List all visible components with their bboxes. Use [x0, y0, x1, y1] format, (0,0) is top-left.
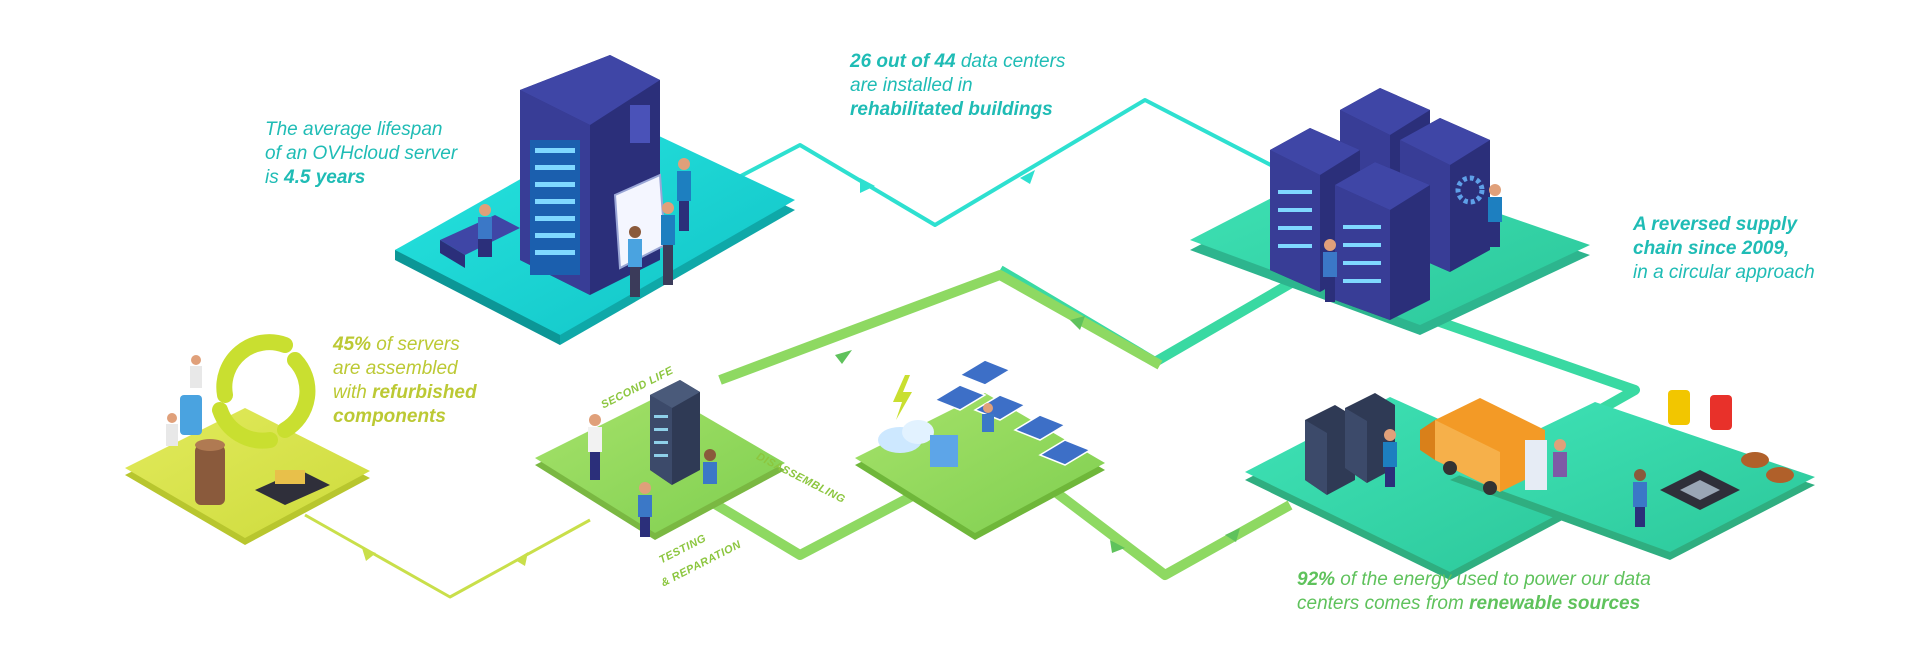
person-figure [588, 414, 602, 480]
chip-icon [255, 470, 330, 505]
refurbished-text: 45% of servers are assembled with refurb… [333, 334, 477, 427]
truck-icon [1420, 398, 1545, 495]
second-life-platform [535, 380, 785, 540]
capacitor-icon [1668, 390, 1794, 483]
green-flow-path [718, 270, 1163, 385]
energy-platform [855, 359, 1105, 540]
server-rack-icon [650, 380, 700, 485]
teal-flow-path [694, 98, 1291, 227]
person-figure [1633, 469, 1647, 527]
server-rack-icon [1345, 393, 1395, 483]
lime-flow-path [304, 513, 591, 599]
green-arrow [1070, 316, 1085, 330]
recycling-platform [125, 334, 370, 545]
cloud-icon [878, 420, 934, 453]
person-figure [628, 226, 642, 297]
server-platform [395, 55, 795, 345]
person-figure [1383, 429, 1397, 487]
chip-icon [1660, 470, 1740, 510]
green-arrow [1110, 540, 1125, 553]
green-arrow [1225, 528, 1240, 542]
lightning-icon [893, 375, 912, 420]
person-figure [1488, 184, 1502, 247]
lime-arrow [515, 552, 528, 566]
teal-arrow [1020, 170, 1035, 184]
server-rack-icon [1305, 405, 1355, 495]
person-figure [166, 413, 178, 446]
capacitor-icon [195, 439, 225, 505]
lime-arrow [362, 548, 376, 561]
solar-panel-icon [933, 359, 1092, 466]
person-figure [190, 355, 202, 388]
person-figure [703, 449, 717, 484]
teal-arrow [860, 178, 875, 193]
datacenter-platform [1190, 88, 1590, 335]
person-figure [677, 158, 691, 231]
supply-chain-text: A reversed supply chain since 2009, in a… [1633, 214, 1815, 283]
person-figure [661, 202, 675, 285]
recycle-icon [212, 334, 316, 449]
gear-icon [1455, 175, 1485, 205]
person-figure [1553, 439, 1567, 477]
logistics-platform [1245, 390, 1815, 580]
green-arrow [835, 350, 852, 364]
server-rack-icon [1335, 162, 1430, 320]
datacenters-text: 26 out of 44 data centers are installed … [850, 51, 1066, 120]
person-figure [982, 403, 994, 432]
lifespan-text: The average lifespan of an OVHcloud serv… [265, 119, 458, 188]
person-figure [638, 482, 652, 537]
person-figure [1323, 239, 1337, 302]
energy-text: 92% of the energy used to power our data… [1297, 569, 1651, 614]
person-figure [478, 204, 492, 257]
